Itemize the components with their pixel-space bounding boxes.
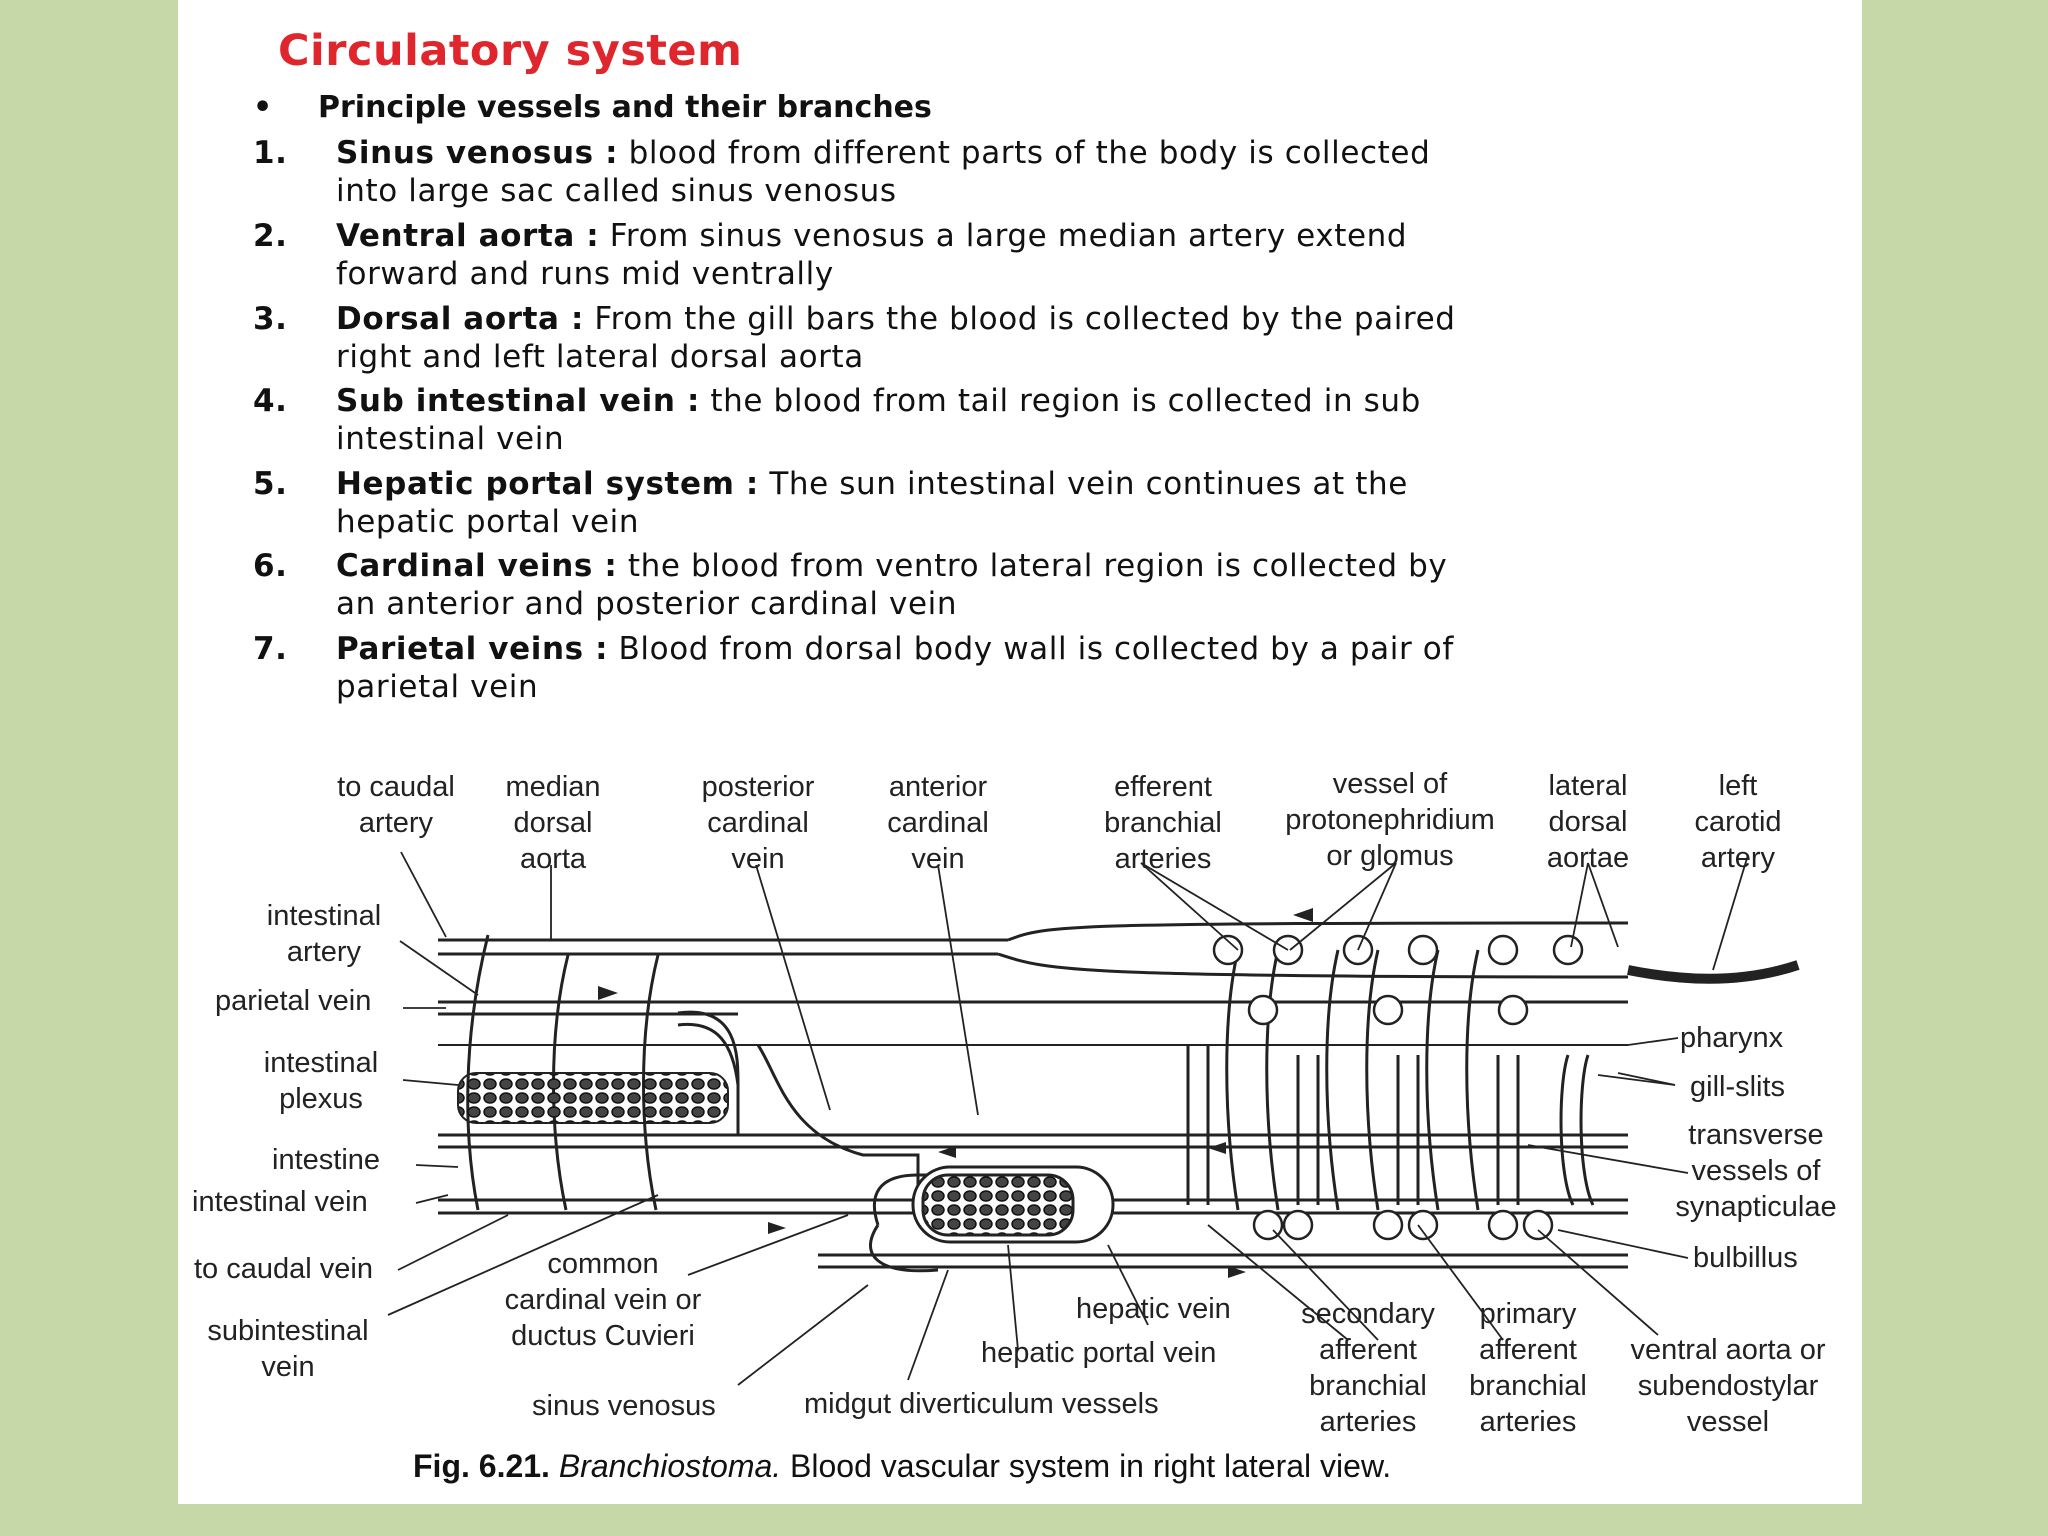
item-number: 2. xyxy=(253,218,288,254)
label-hepatic-portal-vein: hepatic portal vein xyxy=(981,1337,1216,1369)
list-item: 1. Sinus venosus : blood from different … xyxy=(253,134,1813,210)
label-hepatic-vein: hepatic vein xyxy=(1076,1293,1231,1325)
item-term: Sub intestinal vein : xyxy=(336,383,700,419)
label-gill-slits: gill-slits xyxy=(1690,1071,1785,1103)
item-text-line2: an anterior and posterior cardinal vein xyxy=(336,586,958,622)
label-bulbillus: bulbillus xyxy=(1693,1242,1798,1274)
item-text-line2: right and left lateral dorsal aorta xyxy=(336,339,864,375)
item-text: blood from different parts of the body i… xyxy=(628,135,1431,171)
label-midgut-diverticulum-vessels: midgut diverticulum vessels xyxy=(804,1388,1159,1420)
list-item: 5. Hepatic portal system : The sun intes… xyxy=(253,465,1813,541)
slide: Circulatory system • Principle vessels an… xyxy=(178,0,1862,1504)
bullet: • xyxy=(253,90,273,125)
item-text-line2: intestinal vein xyxy=(336,421,565,457)
figure-caption: Fig. 6.21. Branchiostoma. Blood vascular… xyxy=(413,1448,1391,1485)
list-item: 7. Parietal veins : Blood from dorsal bo… xyxy=(253,630,1813,706)
subheading-text: Principle vessels and their branches xyxy=(318,90,932,125)
list-item: 3. Dorsal aorta : From the gill bars the… xyxy=(253,300,1813,376)
pointer-lines xyxy=(387,851,1749,1386)
caption-text: Blood vascular system in right lateral v… xyxy=(790,1448,1392,1484)
item-text: Blood from dorsal body wall is collected… xyxy=(618,631,1454,667)
item-number: 4. xyxy=(253,383,288,419)
item-text-line2: forward and runs mid ventrally xyxy=(336,256,834,292)
item-text: The sun intestinal vein continues at the xyxy=(769,466,1408,502)
item-number: 7. xyxy=(253,631,288,667)
list-item: 2. Ventral aorta : From sinus venosus a … xyxy=(253,217,1813,293)
label-intestine: intestine xyxy=(272,1144,380,1176)
intestinal-plexus xyxy=(457,1072,729,1124)
item-term: Parietal veins : xyxy=(336,631,609,667)
label-sinus-venosus: sinus venosus xyxy=(532,1390,716,1422)
item-term: Dorsal aorta : xyxy=(336,301,584,337)
item-text-line2: parietal vein xyxy=(336,669,539,705)
item-number: 1. xyxy=(253,135,288,171)
caption-figure-number: Fig. 6.21. xyxy=(413,1448,550,1484)
caption-genus: Branchiostoma. xyxy=(558,1448,782,1484)
slide-title: Circulatory system xyxy=(278,26,743,76)
subheading: • Principle vessels and their branches xyxy=(253,90,932,125)
item-number: 3. xyxy=(253,301,288,337)
label-to-caudal-vein: to caudal vein xyxy=(194,1253,373,1285)
diagram-vessels xyxy=(438,921,1800,1273)
item-text-line2: hepatic portal vein xyxy=(336,504,640,540)
label-pharynx: pharynx xyxy=(1680,1022,1784,1054)
label-intestinal-vein: intestinal vein xyxy=(192,1186,368,1218)
item-text: From the gill bars the blood is collecte… xyxy=(594,301,1456,337)
item-number: 6. xyxy=(253,548,288,584)
item-text: the blood from ventro lateral region is … xyxy=(627,548,1448,584)
item-text-line2: into large sac called sinus venosus xyxy=(336,173,897,209)
label-parietal-vein: parietal vein xyxy=(215,985,371,1017)
item-term: Sinus venosus : xyxy=(336,135,619,171)
list-item: 4. Sub intestinal vein : the blood from … xyxy=(253,382,1813,458)
item-text: the blood from tail region is collected … xyxy=(710,383,1421,419)
item-term: Hepatic portal system : xyxy=(336,466,759,502)
list-item: 6. Cardinal veins : the blood from ventr… xyxy=(253,547,1813,623)
flow-arrows xyxy=(598,908,1313,1278)
item-text: From sinus venosus a large median artery… xyxy=(609,218,1408,254)
item-number: 5. xyxy=(253,466,288,502)
item-term: Cardinal veins : xyxy=(336,548,618,584)
item-term: Ventral aorta : xyxy=(336,218,600,254)
